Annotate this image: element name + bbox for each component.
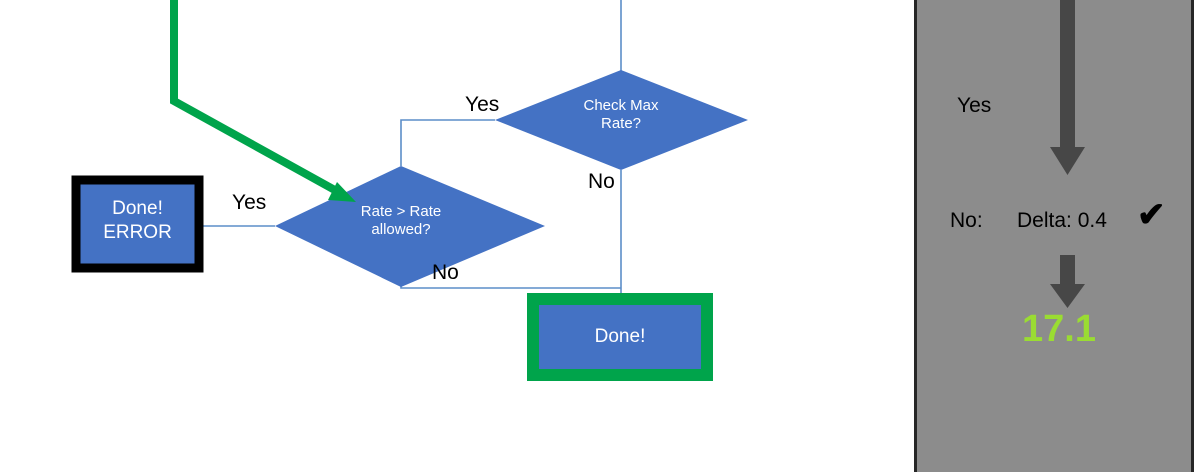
connector-check-max-rate-yes	[400, 119, 495, 166]
node-done[interactable]	[527, 293, 713, 381]
panel-arrow-bottom	[1050, 255, 1085, 308]
panel-result-value: 17.1	[1022, 308, 1096, 350]
edge-label-rate-yes: Yes	[232, 191, 267, 214]
connector-rate-no	[400, 286, 621, 289]
panel-no-label: No:	[950, 209, 983, 232]
edge-label-check-max-rate-yes: Yes	[465, 93, 500, 116]
node-check-max-rate[interactable]	[495, 70, 748, 170]
edge-label-rate-no: No	[432, 261, 459, 284]
panel-arrow-top	[1050, 0, 1085, 175]
node-done-error[interactable]	[71, 175, 204, 273]
panel-yes-label: Yes	[957, 94, 992, 117]
panel-arrow-graphics	[1050, 0, 1085, 308]
edge-label-check-max-rate-no: No	[588, 170, 615, 193]
green-highlight-arrow	[170, 0, 356, 202]
node-rate-gt-rate-allowed[interactable]	[275, 166, 545, 287]
panel-delta-label: Delta: 0.4	[1017, 209, 1107, 232]
gray-side-panel: Yes No: Delta: 0.4 ✔ 17.1	[914, 0, 1194, 472]
panel-check-icon: ✔	[1137, 196, 1166, 234]
